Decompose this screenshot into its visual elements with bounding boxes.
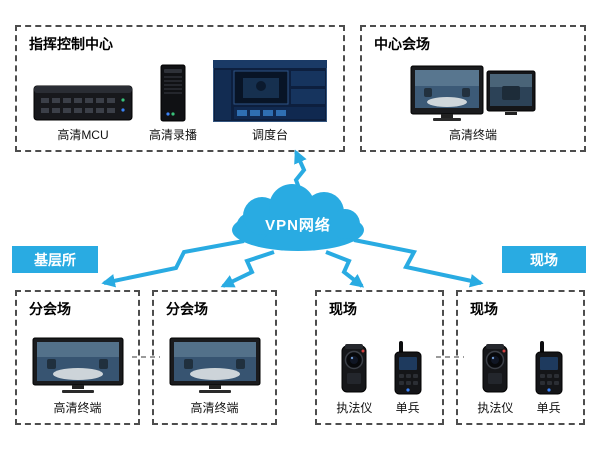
body-camera-icon [341,344,367,393]
branch-venue-1-devices: 高清终端 [17,337,138,416]
central-venue-box: 中心会场 高清终端 [360,25,586,152]
body-camera-icon [482,344,508,393]
field-site-box-1: 现场 执法仪 [315,290,444,425]
tower-server-icon [160,64,186,122]
command-center-box: 指挥控制中心 高清MCU [15,25,345,152]
branch-venue-1-title: 分会场 [29,301,71,317]
device-label-hd-terminal-central: 高清终端 [448,128,497,142]
device-label-dispatch-console: 调度台 [251,128,288,142]
device-body-camera-site1: 执法仪 [335,343,373,416]
dispatch-console-icon [212,60,327,122]
field-site-1-devices: 执法仪 单兵 [317,341,442,416]
device-label-handheld-site1: 单兵 [395,401,420,415]
device-label-body-camera-site2: 执法仪 [477,401,514,415]
field-site-box-2: 现场 执法仪 [456,290,585,425]
hd-terminal-monitor-icon [169,337,260,393]
device-hd-terminal-branch1: 高清终端 [31,337,125,416]
branch-venue-2-devices: 高清终端 [154,337,275,416]
field-site-2-title: 现场 [470,301,498,317]
handheld-radio-icon [394,341,422,395]
branch-venue-box-2: 分会场 高清终端 [152,290,277,425]
handheld-radio-icon [535,341,563,395]
device-label-hd-mcu: 高清MCU [57,128,109,142]
bolt-cloud-to-site2-icon [353,238,484,288]
zone-label-field: 现场 [502,246,586,273]
device-label-hd-terminal-branch2: 高清终端 [190,401,239,415]
bolt-cloud-to-top-icon [293,149,307,200]
branch-venue-2-title: 分会场 [166,301,208,317]
command-center-devices: 高清MCU 高清录播 [17,60,343,143]
device-dispatch-console: 调度台 [212,60,327,143]
device-label-hd-recorder: 高清录播 [148,128,197,142]
field-site-1-title: 现场 [329,301,357,317]
device-body-camera-site2: 执法仪 [476,343,514,416]
device-hd-recorder: 高清录播 [149,64,197,143]
command-center-title: 指挥控制中心 [29,36,113,52]
bolt-cloud-to-branch1-icon [101,239,245,288]
central-venue-title: 中心会场 [374,36,430,52]
device-handheld-site1: 单兵 [392,341,424,416]
bolt-cloud-to-site1-icon [325,250,365,288]
device-hd-terminal-branch2: 高清终端 [168,337,262,416]
rack-server-icon [33,85,133,121]
branch-venue-box-1: 分会场 高清终端 [15,290,140,425]
device-label-body-camera-site1: 执法仪 [336,401,373,415]
field-site-2-devices: 执法仪 单兵 [458,341,583,416]
device-handheld-site2: 单兵 [533,341,565,416]
device-label-hd-terminal-branch1: 高清终端 [53,401,102,415]
device-hd-mcu: 高清MCU [33,80,133,143]
vpn-cloud-label: VPN网络 [265,217,331,234]
central-venue-devices: 高清终端 [362,64,584,143]
device-hd-terminal-central: 高清终端 [410,64,536,143]
device-label-handheld-site2: 单兵 [536,401,561,415]
zone-label-grassroots: 基层所 [12,246,98,273]
hd-terminal-monitor-icon [32,337,123,393]
bolt-cloud-to-branch2-icon [220,250,275,288]
dual-monitors-icon [410,65,536,121]
